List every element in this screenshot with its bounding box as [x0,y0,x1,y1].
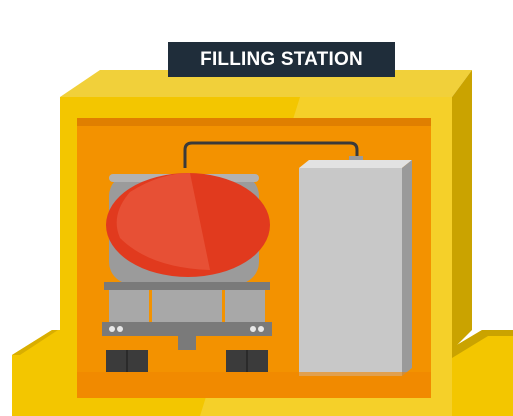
filling-station-sign: FILLING STATION [168,42,395,77]
fuel-dispenser [299,160,412,376]
left-ledge [12,330,62,416]
